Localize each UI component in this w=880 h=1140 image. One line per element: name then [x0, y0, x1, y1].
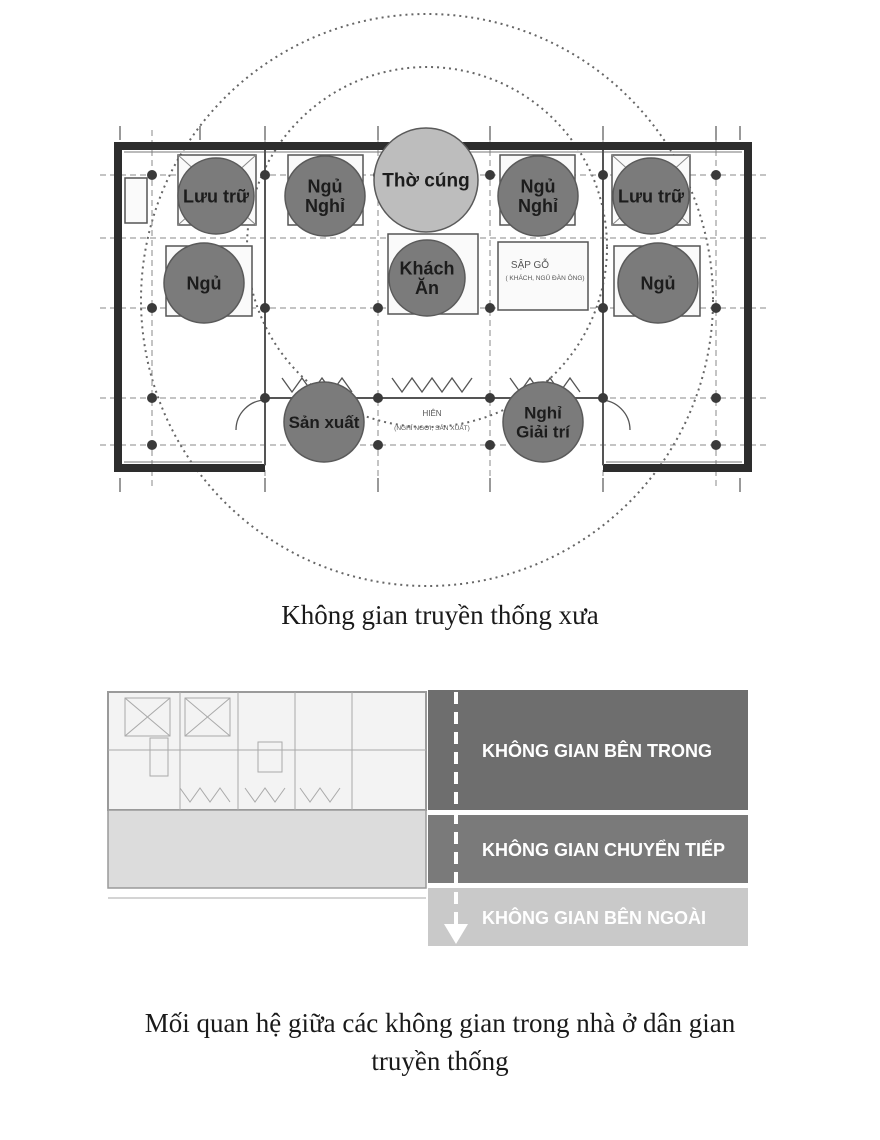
- bubble-circle: [612, 157, 690, 235]
- bubble-luu-tru-right: Lưu trữ: [612, 157, 690, 235]
- bubble-label: Khách: [399, 258, 454, 278]
- bubble-label: Thờ cúng: [382, 171, 469, 192]
- zone-outer: KHÔNG GIAN BÊN NGOÀI: [428, 888, 748, 946]
- dimension-ticks: [119, 126, 741, 492]
- bubble-ngu-right: Ngủ: [617, 242, 699, 324]
- bubble-label: Ăn: [415, 277, 439, 298]
- zone-label: KHÔNG GIAN BÊN TRONG: [482, 740, 712, 761]
- zone-bands: KHÔNG GIAN BÊN TRONG KHÔNG GIAN CHUYỂN TI…: [428, 690, 748, 946]
- bubble-circle: [373, 127, 479, 233]
- plan-note-hien-sub: (NGHỈ NGƠI, SẢN XUẤT): [394, 422, 470, 432]
- bubble-circle: [388, 239, 466, 317]
- bubble-circle: [177, 157, 255, 235]
- bubble-circle: [497, 155, 579, 237]
- faded-floor-plan: [107, 691, 427, 899]
- bubble-label: Nghỉ: [524, 404, 562, 423]
- bubble-label: Lưu trữ: [183, 186, 250, 206]
- bubble-circle: [284, 155, 366, 237]
- caption-line-2: truyền thống: [371, 1046, 509, 1076]
- caption-space-relationship: Mối quan hệ giữa các không gian trong nh…: [0, 1004, 880, 1080]
- flow-arrow: [444, 692, 468, 944]
- zone-band: [428, 888, 748, 946]
- bubble-luu-tru-left: Lưu trữ: [177, 157, 255, 235]
- bubble-label: Sản xuất: [289, 413, 360, 432]
- bubble-label: Nghỉ: [518, 196, 558, 216]
- bubble-label: Lưu trữ: [618, 186, 685, 206]
- caption-line-1: Mối quan hệ giữa các không gian trong nh…: [144, 1008, 736, 1038]
- plan-note-sap-go-sub: ( KHÁCH, NGỦ ĐÀN ÔNG): [505, 273, 584, 282]
- bubble-circle: [283, 381, 365, 463]
- bubble-label: Ngủ: [521, 176, 556, 196]
- bubble-label: Giải trí: [516, 422, 571, 441]
- caption-traditional-space: Không gian truyền thống xưa: [281, 600, 599, 630]
- zone-label: KHÔNG GIAN BÊN NGOÀI: [482, 907, 706, 928]
- bubble-circle: [502, 381, 584, 463]
- plan-note-hien: HIÊN: [422, 409, 441, 418]
- bubble-ngu-left: Ngủ: [163, 242, 245, 324]
- zone-inner: KHÔNG GIAN BÊN TRONG: [428, 690, 748, 810]
- space-relationship-diagram: KHÔNG GIAN BÊN TRONG KHÔNG GIAN CHUYỂN TI…: [107, 690, 748, 946]
- bubble-circle: [163, 242, 245, 324]
- zone-band: [428, 690, 748, 810]
- bubble-label: Ngủ: [308, 176, 343, 196]
- bubble-label: Ngủ: [641, 273, 676, 293]
- zone-transition: KHÔNG GIAN CHUYỂN TIẾP: [428, 815, 748, 883]
- zone-label: KHÔNG GIAN CHUYỂN TIẾP: [482, 839, 725, 860]
- bubble-san-xuat: Sản xuất: [283, 381, 365, 463]
- zone-band: [428, 815, 748, 883]
- bubble-label: Ngủ: [187, 273, 222, 293]
- outer-ring: [140, 13, 714, 587]
- bubble-circle: [617, 242, 699, 324]
- plan-note-sap-go: SẬP GỖ: [511, 258, 549, 271]
- traditional-space-diagram: SẬP GỖ ( KHÁCH, NGỦ ĐÀN ÔNG) HIÊN (NGHỈ …: [100, 13, 770, 587]
- bubble-label: Nghỉ: [305, 196, 345, 216]
- bubble-tho-cung: Thờ cúng: [373, 127, 479, 233]
